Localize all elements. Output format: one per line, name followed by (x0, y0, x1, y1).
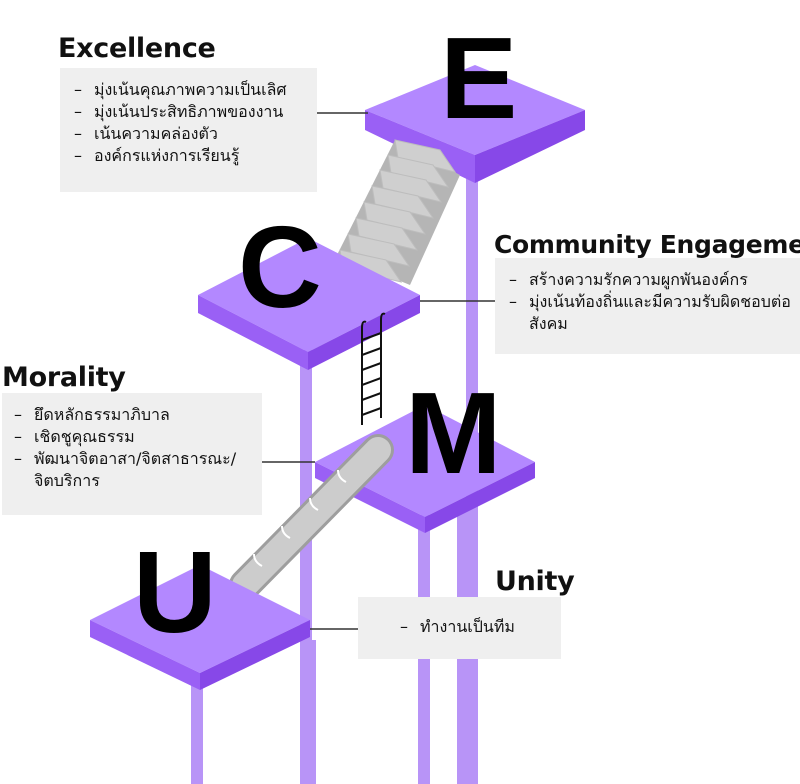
list-item: เน้นความคล่องตัว (74, 123, 317, 145)
morality-info-box: ยึดหลักธรรมาภิบาล เชิดชูคุณธรรม พัฒนาจิต… (2, 393, 262, 515)
community-info-box: สร้างความรักความผูกพันองค์กร มุ่งเน้นท้อ… (495, 258, 800, 354)
list-item: ทำงานเป็นทีม (400, 616, 561, 638)
list-item: สร้างความรักความผูกพันองค์กร (509, 269, 792, 291)
community-engagement-title: Community Engagement (494, 230, 800, 259)
excellence-title: Excellence (58, 33, 216, 64)
staircase (337, 139, 460, 285)
pillar (304, 640, 316, 784)
platform-u (90, 565, 310, 690)
letter-m: M (405, 368, 502, 498)
list-item: มุ่งเน้นคุณภาพความเป็นเลิศ (74, 79, 317, 101)
list-item: มุ่งเน้นประสิทธิภาพของงาน (74, 101, 317, 123)
list-item: มุ่งเน้นท้องถิ่นและมีความรับผิดชอบต่อสัง… (509, 291, 792, 335)
list-item: พัฒนาจิตอาสา/จิตสาธารณะ/จิตบริการ (14, 448, 254, 492)
tube-slide (229, 434, 394, 601)
unity-info-box: ทำงานเป็นทีม (358, 597, 561, 659)
list-item: องค์กรแห่งการเรียนรู้ (74, 145, 317, 167)
pillar (191, 685, 203, 784)
excellence-info-box: มุ่งเน้นคุณภาพความเป็นเลิศ มุ่งเน้นประสิ… (60, 68, 317, 192)
ladder (361, 312, 386, 425)
morality-title: Morality (2, 362, 126, 393)
unity-title: Unity (495, 566, 575, 597)
list-item: ยึดหลักธรรมาภิบาล (14, 404, 254, 426)
connectors (262, 112, 497, 630)
letter-e: E (440, 13, 517, 143)
letter-u: U (133, 527, 217, 657)
list-item: เชิดชูคุณธรรม (14, 426, 254, 448)
platform-c (198, 238, 420, 370)
letter-c: C (238, 202, 322, 332)
